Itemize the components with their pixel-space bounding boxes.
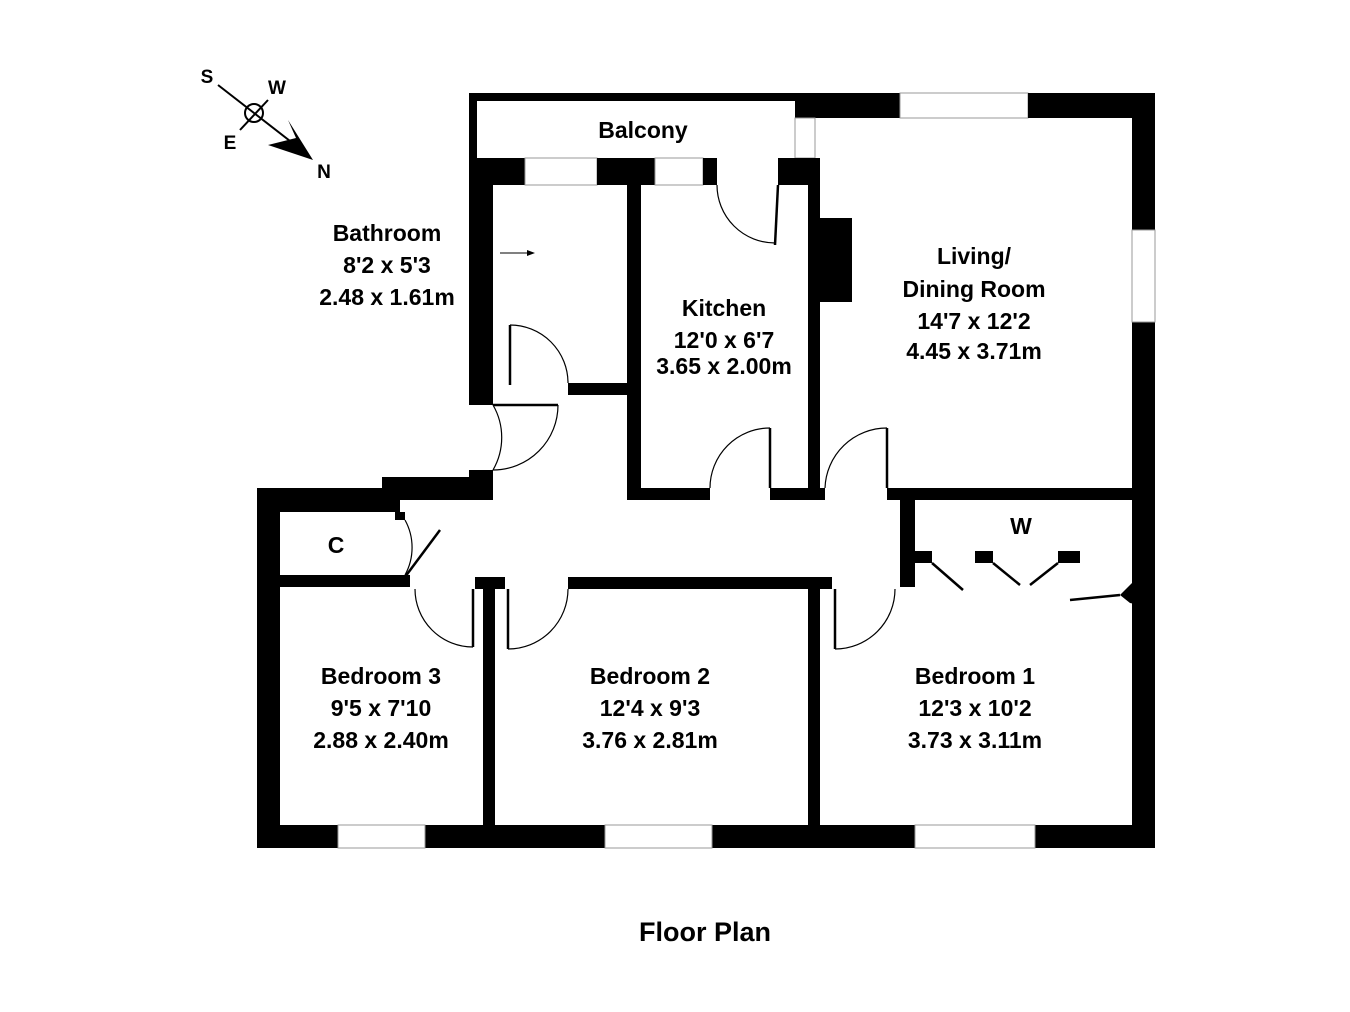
bedroom1-imperial: 12'3 x 10'2 [918,695,1031,721]
living-metric: 4.45 x 3.71m [906,338,1042,364]
wardrobe-label: W [1010,513,1032,539]
bedroom1-metric: 3.73 x 3.11m [908,727,1042,753]
compass-n: N [317,162,331,183]
bathroom-name: Bathroom [333,220,442,246]
compass-w: W [268,78,286,99]
bathroom-metric: 2.48 x 1.61m [319,284,455,310]
bedroom1-name: Bedroom 1 [915,663,1035,689]
living-imperial: 14'7 x 12'2 [917,308,1030,334]
room-labels: Balcony Bathroom 8'2 x 5'3 2.48 x 1.61m … [313,117,1045,947]
bedroom2-name: Bedroom 2 [590,663,710,689]
bathroom-imperial: 8'2 x 5'3 [343,252,431,278]
plan-title: Floor Plan [639,917,771,947]
bedroom2-imperial: 12'4 x 9'3 [600,695,700,721]
bedroom3-imperial: 9'5 x 7'10 [331,695,431,721]
kitchen-metric: 3.65 x 2.00m [656,353,792,379]
living-name-1: Living/ [937,243,1012,269]
living-name-2: Dining Room [902,276,1045,302]
compass-e: E [224,133,237,154]
kitchen-imperial: 12'0 x 6'7 [674,327,774,353]
bedroom3-metric: 2.88 x 2.40m [313,727,449,753]
kitchen-name: Kitchen [682,295,766,321]
compass-icon: S W E N [201,67,331,183]
bedroom3-name: Bedroom 3 [321,663,441,689]
balcony-label: Balcony [598,117,688,143]
compass-s: S [201,67,214,88]
bedroom2-metric: 3.76 x 2.81m [582,727,718,753]
cupboard-label: C [328,532,345,558]
doors [403,184,1121,650]
walls [257,92,1156,849]
